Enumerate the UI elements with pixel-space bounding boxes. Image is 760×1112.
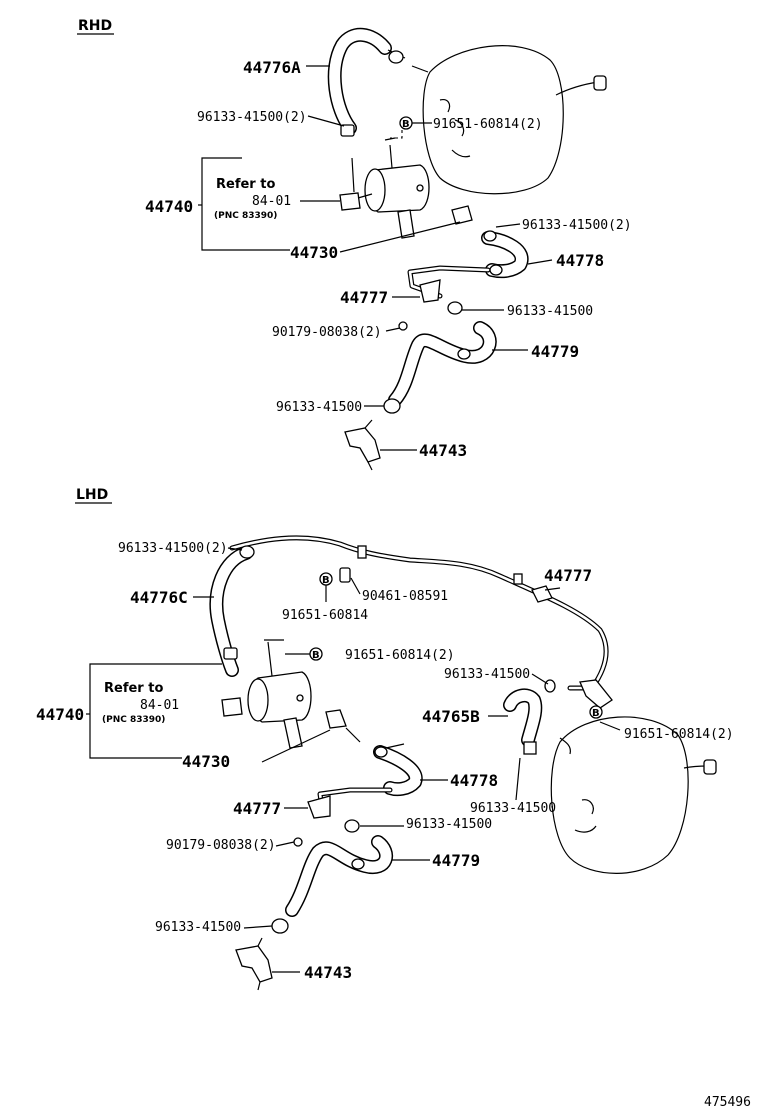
lhd-refer-to: Refer to [104,681,163,696]
diagram-id: 475496 [704,1095,751,1110]
lhd-label-96133-41500-g: 96133-41500 [406,817,492,832]
lhd-label-44777-top: 44777 [544,566,592,585]
rhd-label-96133-41500-2a: 96133-41500(2) [197,110,307,125]
lhd-marker-b1 [319,572,333,586]
rhd-refer-to: Refer to [216,177,275,192]
lhd-marker-b3 [589,705,603,719]
lhd-label-96133-41500-f: 96133-41500 [470,801,556,816]
lhd-label-44740: 44740 [36,705,84,724]
rhd-label-44743: 44743 [419,441,467,460]
rhd-label-91651-60814-2: 91651-60814(2) [433,117,543,132]
rhd-label-44778: 44778 [556,251,604,270]
rhd-label-44740: 44740 [145,197,193,216]
lhd-marker-b3-text: B [592,708,600,719]
lhd-section-title: LHD [76,487,108,503]
rhd-ref-code: 84-01 [252,194,291,209]
rhd-label-96133-41500-c: 96133-41500 [507,304,593,319]
rhd-section-title: RHD [78,18,112,34]
rhd-section: RHD [77,18,632,471]
lhd-label-44765B: 44765B [422,707,480,726]
rhd-label-96133-41500-2b: 96133-41500(2) [522,218,632,233]
lhd-label-44779: 44779 [432,851,480,870]
lhd-pnc: (PNC 83390) [102,715,165,725]
rhd-label-44779: 44779 [531,342,579,361]
lhd-section: LHD [36,487,734,991]
lhd-marker-b1-text: B [322,575,330,586]
lhd-label-90179-08038-2: 90179-08038(2) [166,838,276,853]
lhd-brake-booster [550,716,717,874]
rhd-label-96133-41500-d: 96133-41500 [276,400,362,415]
lhd-marker-b2 [309,647,323,661]
lhd-marker-b2-text: B [312,650,320,661]
lhd-label-44776C: 44776C [130,588,188,607]
lhd-label-44778: 44778 [450,771,498,790]
lhd-label-96133-41500-h: 96133-41500 [155,920,241,935]
rhd-marker-b-text: B [402,119,410,130]
rhd-brake-booster [422,45,607,195]
lhd-vacuum-tank [247,639,312,749]
lhd-label-44777: 44777 [233,799,281,818]
rhd-label-44777: 44777 [340,288,388,307]
rhd-vacuum-tank [364,118,430,239]
rhd-label-44776A: 44776A [243,58,301,77]
lhd-ref-code: 84-01 [140,698,179,713]
rhd-pnc: (PNC 83390) [214,211,277,221]
lhd-label-96133-41500-e: 96133-41500 [444,667,530,682]
lhd-label-91651-60814: 91651-60814 [282,608,368,623]
rhd-label-44730: 44730 [290,243,338,262]
lhd-label-44743: 44743 [304,963,352,982]
lhd-label-90461-08591: 90461-08591 [362,589,448,604]
rhd-label-90179-08038-2: 90179-08038(2) [272,325,382,340]
lhd-label-91651-60814-2b: 91651-60814(2) [624,727,734,742]
lhd-label-91651-60814-2a: 91651-60814(2) [345,648,455,663]
rhd-marker-b [399,116,413,130]
lhd-label-96133-41500-2a: 96133-41500(2) [118,541,228,556]
lhd-label-44730: 44730 [182,752,230,771]
